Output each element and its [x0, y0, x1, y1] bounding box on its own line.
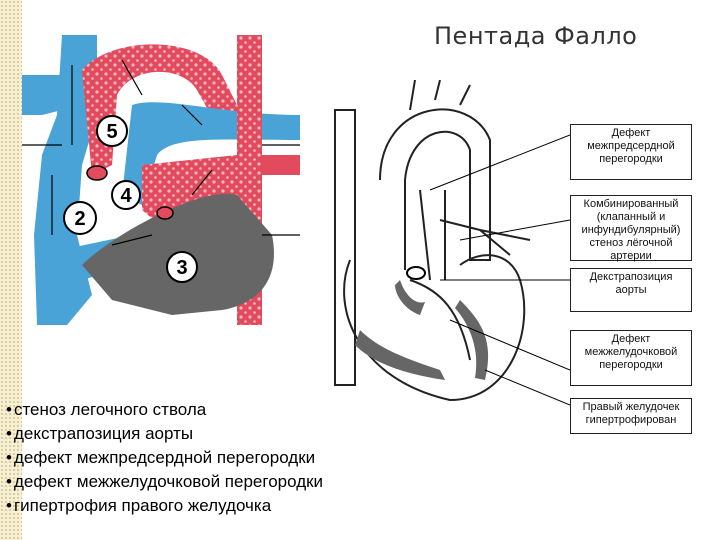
heart-outline: [343, 254, 526, 402]
label-ventricular-septal-defect: Дефект межжелудочковой перегородки: [570, 330, 692, 386]
label-atrial-septal-defect: Дефект межпредсердной перегородки: [570, 124, 692, 180]
septal-defect-marker: [406, 266, 426, 280]
branch-vessels: [409, 80, 471, 111]
infundibular-shaded: [395, 280, 425, 315]
label-leader-lines: [429, 134, 570, 406]
svg-text:4: 4: [120, 185, 132, 207]
list-item: декстрапозиция аорты: [6, 422, 323, 446]
vena-cava-outline: [334, 109, 356, 386]
ventricular-wall-shaded: [355, 330, 445, 380]
marker-3: 3: [166, 251, 198, 283]
svg-text:5: 5: [106, 121, 117, 143]
defect-marker-upper: [86, 165, 108, 181]
defect-marker-lower: [156, 206, 174, 220]
heart-diagram-lineart: [334, 80, 570, 406]
pulmonary-trunk-outline: [419, 189, 446, 281]
pulmonary-branches: [439, 219, 531, 256]
aortic-arch-outline: [379, 108, 491, 270]
list-item: дефект межжелудочковой перегородки: [6, 470, 323, 494]
label-aortic-dextroposition: Декстрапозиция аорты: [570, 268, 692, 312]
svg-text:2: 2: [74, 208, 85, 230]
page-title: Пентада Фалло: [434, 22, 638, 50]
list-item: гипертрофия правого желудочка: [6, 494, 323, 518]
svg-text:3: 3: [176, 257, 187, 279]
septum-outline: [409, 279, 471, 361]
pulmonary-blue-left: [22, 75, 82, 115]
pulmonary-vein-right: [262, 155, 300, 175]
list-item: стеноз легочного ствола: [6, 398, 323, 422]
septal-wall-shaded: [455, 300, 489, 380]
marker-2: 2: [63, 201, 97, 235]
list-item: дефект межпредсердной перегородки: [6, 446, 323, 470]
aorta-shape: [82, 44, 247, 176]
marker-4: 4: [111, 180, 141, 210]
heart-diagram-colored: 5 4 2 3: [22, 35, 300, 325]
label-pulmonary-stenosis: Комбинированный (клапанный и инфундибуля…: [570, 195, 692, 262]
marker-5: 5: [96, 115, 128, 147]
symptom-list: стеноз легочного ствола декстрапозиция а…: [6, 398, 323, 518]
label-rv-hypertrophy: Правый желудочек гипертрофирован: [570, 398, 692, 434]
flow-arrows: [22, 59, 300, 246]
